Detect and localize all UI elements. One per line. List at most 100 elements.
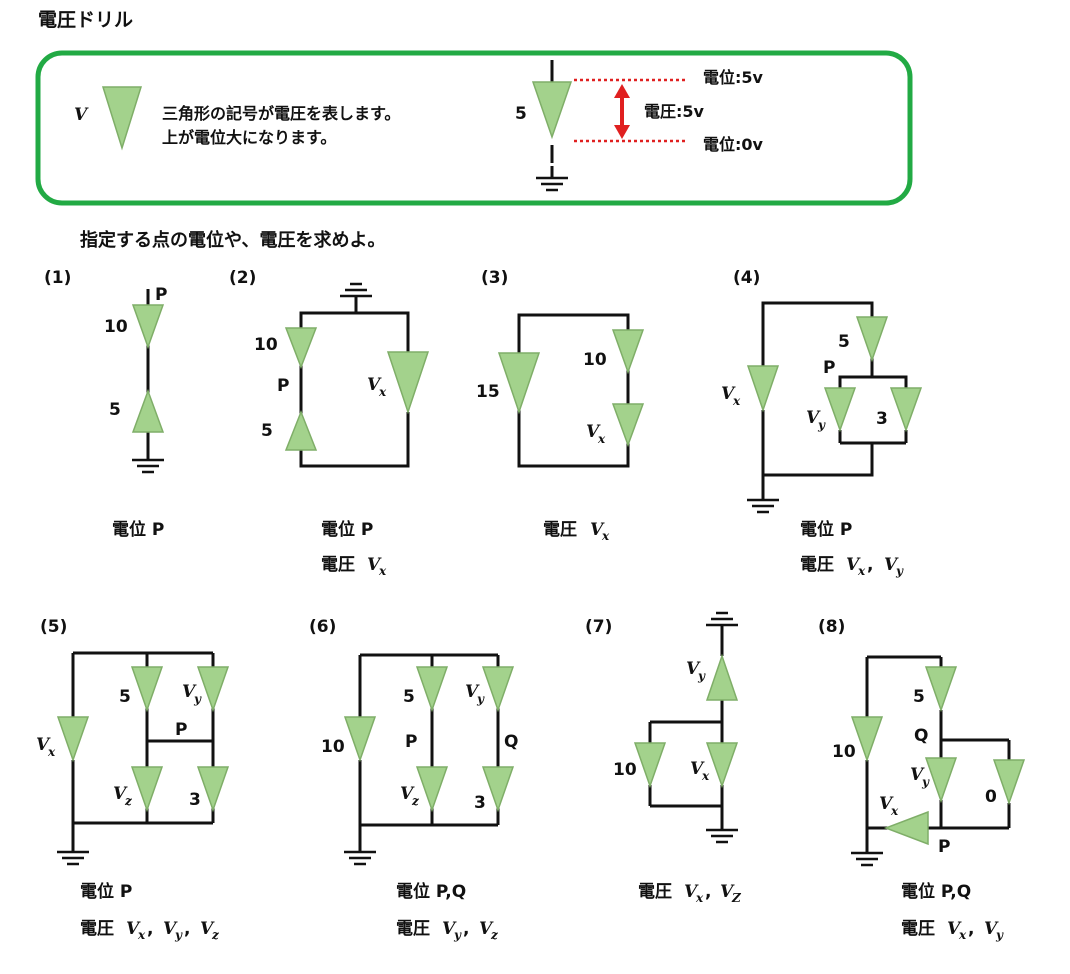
- p1-question-1: 電位 P: [112, 519, 164, 540]
- p6-vz-label: V: [400, 784, 415, 804]
- p7-vy-sub: y: [697, 669, 706, 683]
- p2-vx-label: V: [367, 375, 382, 395]
- p8-label-P: P: [938, 837, 950, 857]
- p2-source-vx: [386, 351, 430, 415]
- p6-source-top: [415, 666, 449, 713]
- p6-question-2-vy-sub: y: [453, 928, 462, 942]
- p6-source-vz: [415, 766, 449, 813]
- p6-number: (6): [309, 617, 336, 637]
- p6-ground-icon: [342, 838, 378, 866]
- p4-source-vx: [746, 365, 780, 413]
- p5-vz-label: V: [113, 784, 128, 804]
- p8-vx-sub: x: [890, 804, 899, 818]
- p6-vy-label: V: [465, 682, 480, 702]
- p4-number: (4): [733, 268, 760, 288]
- p3-source-vx: [611, 403, 645, 448]
- p3-question-1-vx: V: [590, 520, 605, 540]
- p3-vx-label: V: [586, 422, 601, 442]
- intro-potential-low: 電位:0v: [703, 135, 764, 154]
- p5-question-2-vx-sub: x: [137, 928, 146, 942]
- intro-source-symbol: [101, 86, 143, 151]
- p4-circuit: [761, 301, 908, 490]
- p6-question-1: 電位 P,Q: [396, 881, 466, 902]
- p2-question-2-vx-sub: x: [378, 564, 387, 578]
- p4-vx-sub: x: [732, 394, 741, 408]
- p7-question-1-vz-sub: Z: [731, 891, 742, 905]
- p4-question-2-vy: V: [884, 555, 899, 575]
- p2-question-2: 電圧: [321, 555, 355, 575]
- p5-vy-label: V: [182, 682, 197, 702]
- p4-source-vy: [823, 387, 857, 433]
- p8-v-left: 10: [832, 742, 856, 762]
- p4-question-2: 電圧: [800, 555, 834, 575]
- p3-number: (3): [481, 268, 508, 288]
- p6-source-vy: [481, 666, 515, 713]
- p8-ground-icon: [849, 839, 885, 867]
- p5-question-2-vz: V: [200, 919, 215, 939]
- p7-vx-label: V: [690, 759, 705, 779]
- p6-v-right: 3: [474, 793, 486, 813]
- intro-text-line1: 三角形の記号が電圧を表します。: [162, 104, 400, 123]
- p8-v-right: 0: [985, 787, 997, 807]
- p5-source-vz: [130, 766, 164, 813]
- p7-v-left: 10: [613, 760, 637, 780]
- p8-source-vx: [883, 810, 929, 846]
- p6-question-2-vz-sub: z: [490, 928, 499, 942]
- p4-vy-label: V: [806, 408, 821, 428]
- p5-question-2-vz-sub: z: [211, 928, 220, 942]
- p3-v-top: 10: [583, 350, 607, 370]
- p7-ground-bottom-icon: [704, 816, 740, 844]
- p2-question-1: 電位 P: [321, 519, 373, 540]
- p8-question-2-vx: V: [947, 919, 962, 939]
- intro-example-value: 5: [515, 104, 527, 124]
- p7-source-vx: [705, 742, 739, 789]
- p6-label-P: P: [405, 732, 417, 752]
- p5-question-2-vy-sub: y: [174, 928, 183, 942]
- p1-v-bottom: 5: [109, 400, 121, 420]
- p7-source-vy: [705, 653, 739, 701]
- p5-question-1: 電位 P: [80, 881, 132, 902]
- p4-source-right: [889, 387, 923, 433]
- p4-vx-label: V: [721, 384, 736, 404]
- p2-source-top: [284, 327, 318, 370]
- p5-vx-label: V: [36, 735, 51, 755]
- p5-circuit: [71, 651, 215, 840]
- p4-question-1: 電位 P: [800, 519, 852, 540]
- p8-vx-label: V: [879, 794, 894, 814]
- p3-source-top: [611, 329, 645, 375]
- p4-vy-sub: y: [817, 418, 826, 432]
- p6-source-left: [343, 716, 377, 763]
- p6-question-2-vz: V: [479, 919, 494, 939]
- intro-text-line2: 上が電位大になります。: [162, 128, 336, 147]
- p8-source-vy: [924, 757, 958, 804]
- p5-source-right: [196, 766, 230, 813]
- p5-question-2: 電圧: [80, 919, 114, 939]
- p8-vy-sub: y: [921, 775, 930, 789]
- p2-v-bottom: 5: [261, 421, 273, 441]
- p5-vx-sub: x: [47, 745, 56, 759]
- p7-question-1-vx: V: [684, 882, 699, 902]
- p7-question-1-vx-sub: x: [695, 891, 704, 905]
- intro-symbol-label: V: [74, 105, 89, 125]
- p3-source-left: [497, 352, 541, 415]
- p8-question-2: 電圧: [901, 919, 935, 939]
- p1-label-P: P: [155, 285, 167, 305]
- p6-vz-sub: z: [411, 794, 420, 808]
- p8-question-2-comma: ,: [968, 919, 974, 939]
- p8-vy-label: V: [910, 765, 925, 785]
- p5-question-2-vy: V: [163, 919, 178, 939]
- p8-v-top: 5: [913, 687, 925, 707]
- p3-question-1: 電圧: [543, 520, 577, 540]
- p6-source-right: [481, 766, 515, 813]
- page-title: 電圧ドリル: [38, 9, 133, 31]
- p7-vx-sub: x: [701, 769, 710, 783]
- p4-v-right: 3: [876, 409, 888, 429]
- p3-circuit: [517, 313, 630, 468]
- p4-question-2-vy-sub: y: [895, 564, 904, 578]
- p1-source-top: [131, 304, 165, 350]
- p7-question-1-vz: V: [720, 882, 735, 902]
- p4-ground-icon: [745, 486, 781, 514]
- p3-vx-sub: x: [597, 432, 606, 446]
- intro-red-arrowhead-down: [614, 125, 630, 139]
- p8-question-1: 電位 P,Q: [901, 881, 971, 902]
